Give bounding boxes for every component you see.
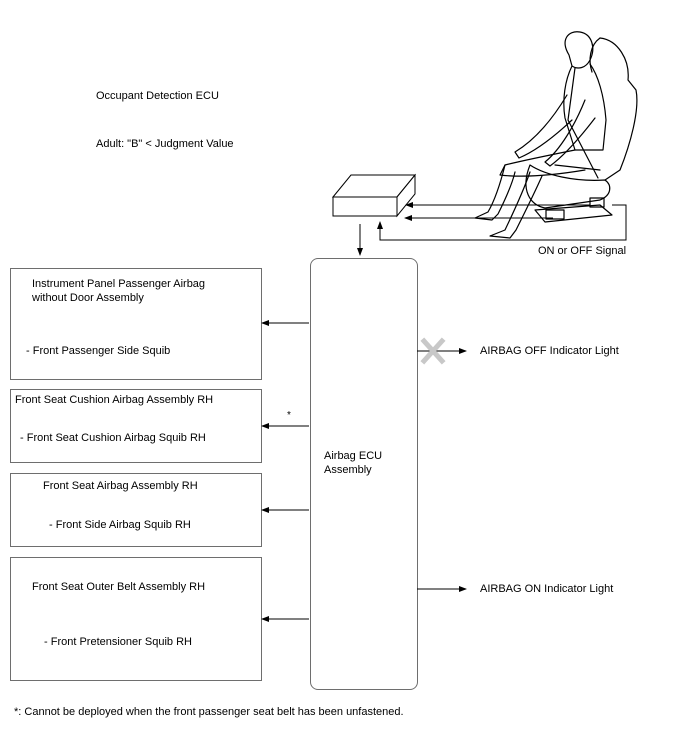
airbag-ecu-box: Airbag ECU Assembly xyxy=(310,258,418,690)
seat-airbag-title: Front Seat Airbag Assembly RH xyxy=(43,480,198,492)
passenger-squib-label: - Front Passenger Side Squib xyxy=(26,345,171,357)
seat-cushion-airbag-box: Front Seat Cushion Airbag Assembly RH - … xyxy=(10,389,262,463)
side-squib-label: - Front Side Airbag Squib RH xyxy=(49,519,191,531)
footnote-marker: * xyxy=(287,410,291,421)
blocked-x-icon xyxy=(420,337,446,365)
airbag-ecu-label-1: Airbag ECU xyxy=(324,450,383,462)
occupant-ecu-label: Occupant Detection ECU xyxy=(96,90,219,102)
seat-cushion-squib-label: - Front Seat Cushion Airbag Squib RH xyxy=(20,432,206,444)
on-off-signal-label: ON or OFF Signal xyxy=(538,245,627,257)
signal-arrow-3 xyxy=(377,204,627,241)
airbag-on-indicator-label: AIRBAG ON Indicator Light xyxy=(480,583,614,595)
passenger-airbag-box: Instrument Panel Passenger Airbag withou… xyxy=(10,268,262,380)
airbag-off-indicator-label: AIRBAG OFF Indicator Light xyxy=(480,345,619,357)
passenger-airbag-title-2: without Door Assembly xyxy=(32,292,144,304)
outer-belt-title: Front Seat Outer Belt Assembly RH xyxy=(32,581,206,593)
seat-cushion-airbag-title: Front Seat Cushion Airbag Assembly RH xyxy=(15,394,214,406)
seat-airbag-box: Front Seat Airbag Assembly RH - Front Si… xyxy=(10,473,262,547)
footnote: *: Cannot be deployed when the front pas… xyxy=(14,706,404,718)
airbag-ecu-label-2: Assembly xyxy=(324,464,372,476)
seat-occupant-illustration xyxy=(474,31,638,239)
occupant-ecu-block xyxy=(331,173,417,218)
judgment-value-label: Adult: "B" < Judgment Value xyxy=(96,138,234,150)
outer-belt-box: Front Seat Outer Belt Assembly RH - Fron… xyxy=(10,557,262,681)
passenger-airbag-title-1: Instrument Panel Passenger Airbag xyxy=(32,278,206,290)
pretensioner-squib-label: - Front Pretensioner Squib RH xyxy=(44,636,192,648)
